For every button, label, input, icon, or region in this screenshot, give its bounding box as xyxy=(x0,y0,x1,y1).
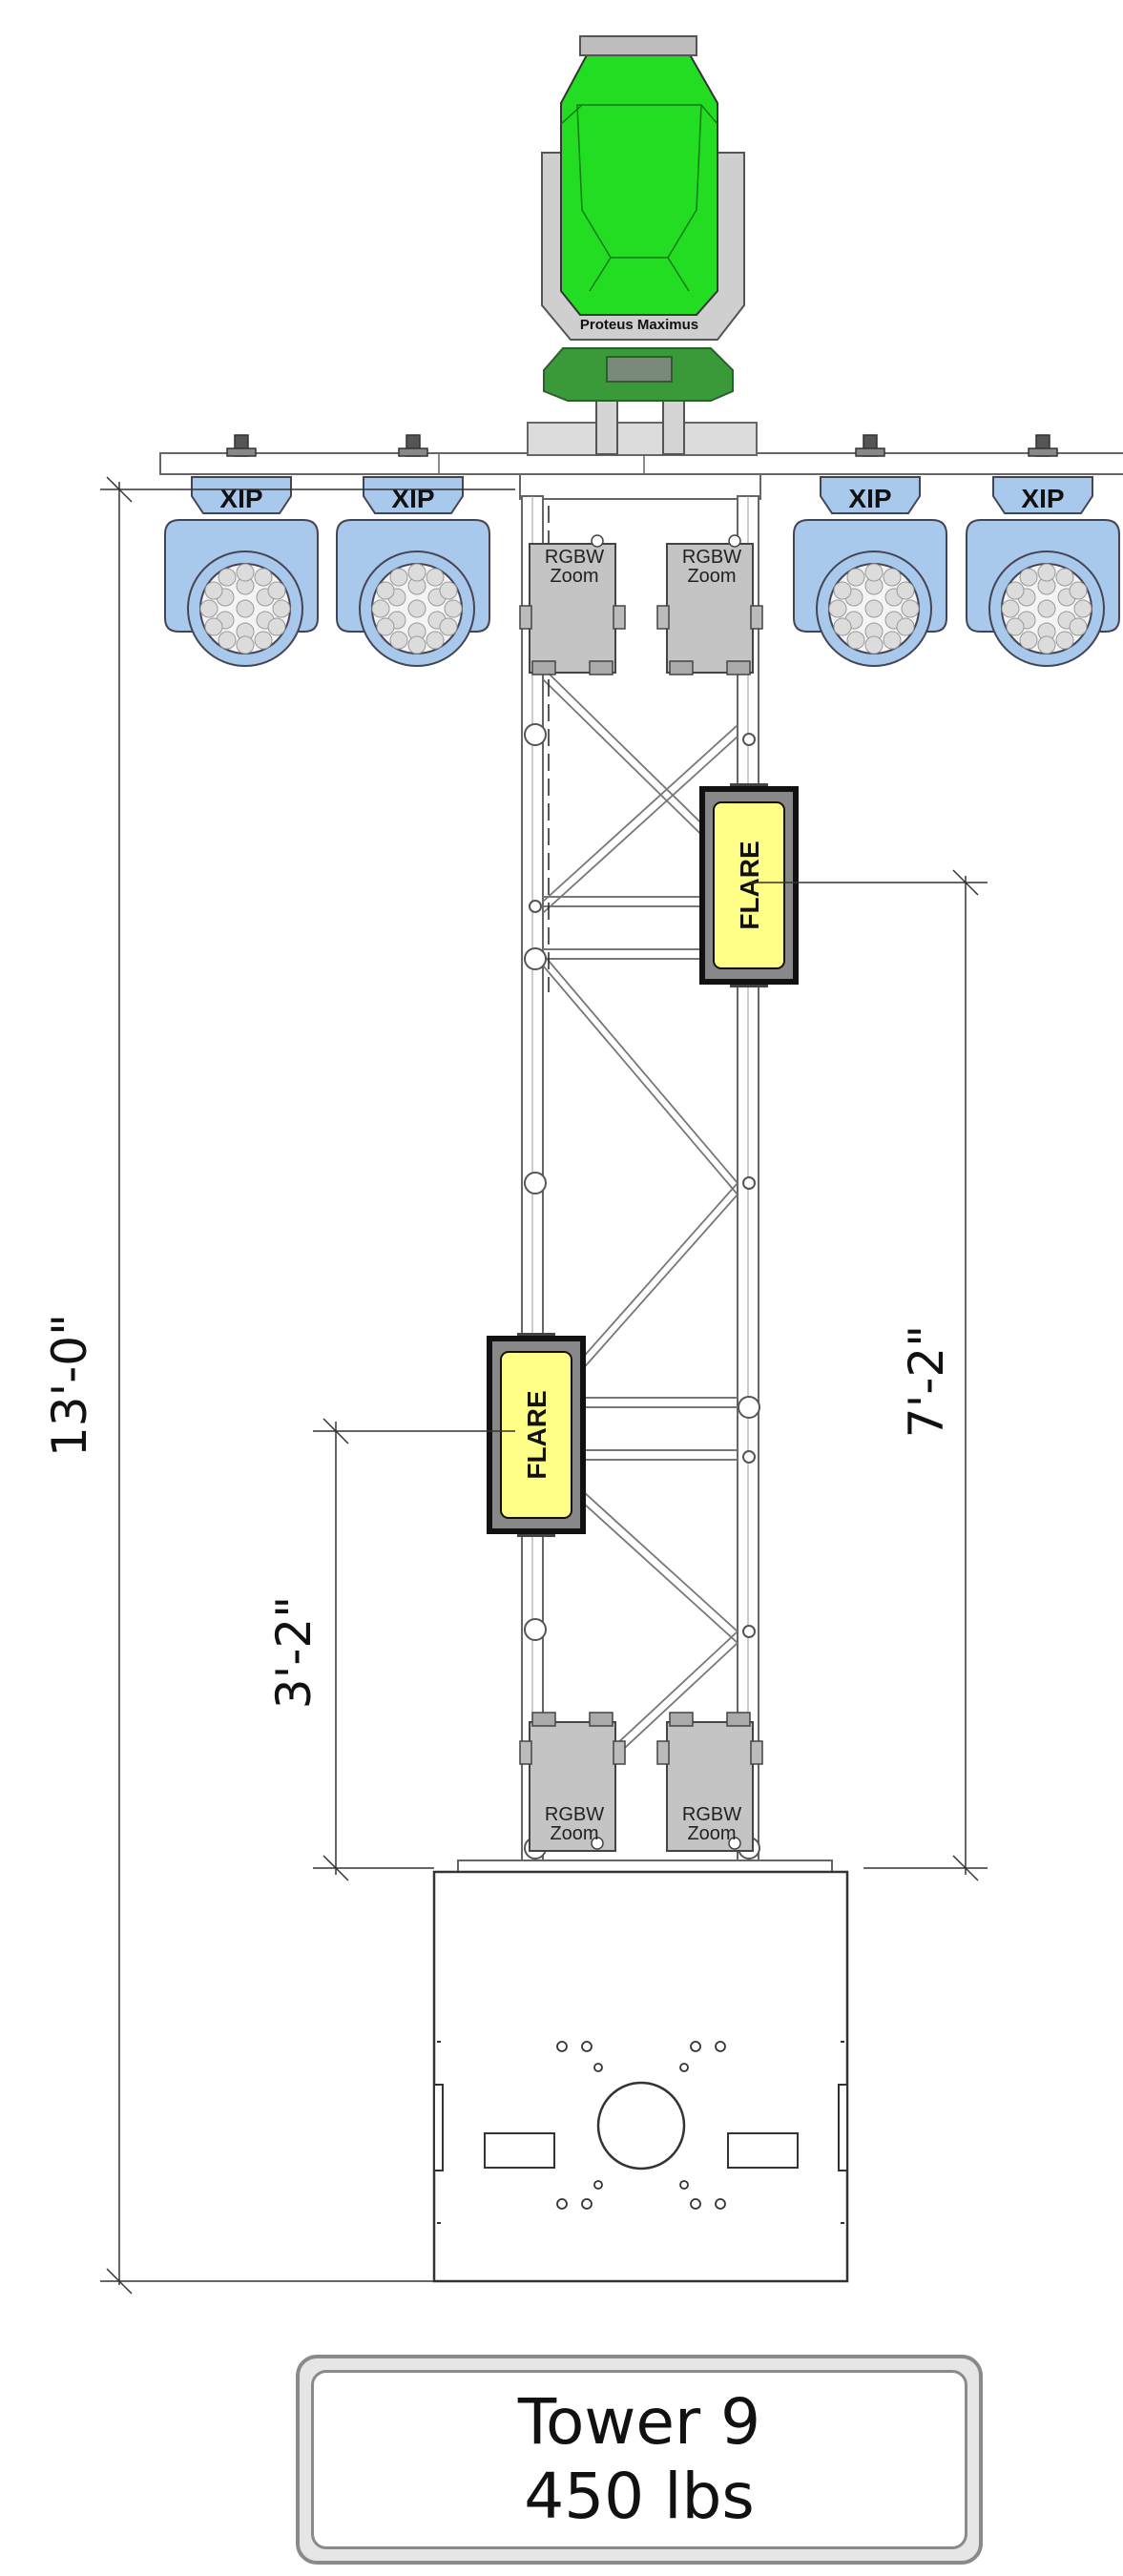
rgbw-label-line1: RGBW xyxy=(682,1804,741,1825)
tower-name: Tower 9 xyxy=(517,2385,761,2459)
dimension-overall-label: 13'-0" xyxy=(42,1314,97,1457)
dimension-upper-label: 7'-2" xyxy=(899,1325,954,1438)
rgbw-label-line2: Zoom xyxy=(687,1823,736,1844)
xip-label: XIP xyxy=(848,484,891,513)
rgbw-label-line2: Zoom xyxy=(687,566,736,587)
xip-label: XIP xyxy=(1021,484,1064,513)
dimension-upper xyxy=(749,869,988,1881)
title-plate: Tower 9 450 lbs xyxy=(296,2355,983,2565)
xip-fixture: XIP xyxy=(164,434,319,667)
dimension-lower-label: 3'-2" xyxy=(266,1596,322,1709)
rgbw-label-line1: RGBW xyxy=(545,547,604,568)
flare-label: FLARE xyxy=(522,1390,551,1479)
xip-fixture: XIP xyxy=(966,434,1120,667)
flare-fixture: FLARE xyxy=(487,1333,586,1537)
rgbw-label-line1: RGBW xyxy=(682,547,741,568)
proteus-label: Proteus Maximus xyxy=(580,317,698,333)
dimension-lower xyxy=(313,1418,515,1881)
proteus-maximus-fixture: Proteus Maximus xyxy=(541,35,745,455)
title-plate-inner: Tower 9 450 lbs xyxy=(311,2370,967,2549)
xip-fixture: XIP xyxy=(336,434,490,667)
dimension-overall xyxy=(100,476,515,2295)
base-plate xyxy=(432,1870,849,2283)
xip-label: XIP xyxy=(391,484,434,513)
xip-label: XIP xyxy=(219,484,262,513)
rgbw-label-line2: Zoom xyxy=(550,1823,598,1844)
rgbw-label-line2: Zoom xyxy=(550,566,598,587)
xip-fixture: XIP xyxy=(793,434,947,667)
flare-label: FLARE xyxy=(735,841,764,929)
top-pipe xyxy=(159,452,1123,475)
truss-tower xyxy=(457,422,833,1873)
rgbw-label-line1: RGBW xyxy=(545,1804,604,1825)
tower-weight: 450 lbs xyxy=(524,2460,755,2533)
flare-fixture: FLARE xyxy=(699,783,799,987)
